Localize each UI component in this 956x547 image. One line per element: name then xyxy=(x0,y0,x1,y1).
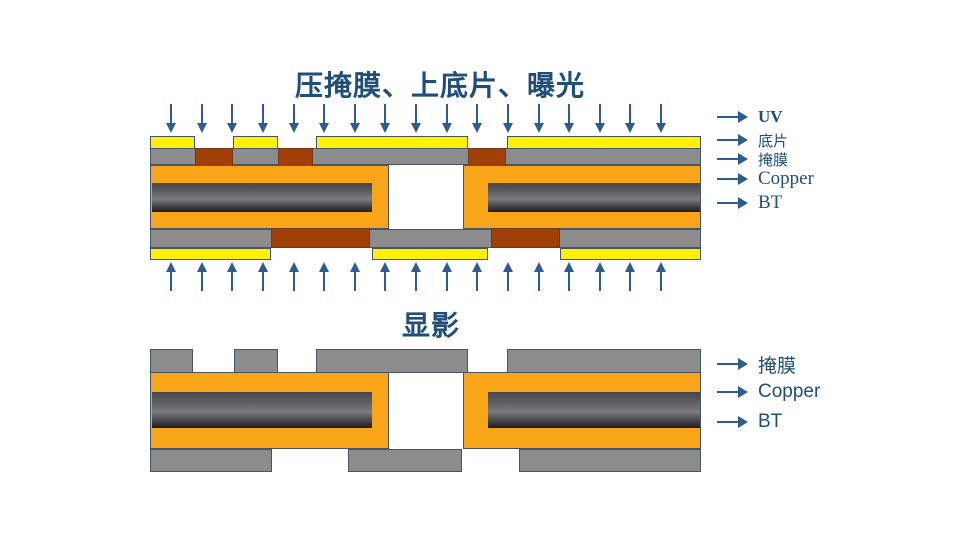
unexposed-mask-block xyxy=(271,228,370,248)
down-arrow-icon xyxy=(472,104,483,133)
legend-label-copper: Copper xyxy=(758,381,821,402)
up-arrow-icon xyxy=(288,262,299,291)
up-arrow-icon xyxy=(380,262,391,291)
mask-block xyxy=(316,349,468,373)
down-arrow-icon xyxy=(349,104,360,133)
right-arrow-icon xyxy=(717,172,748,186)
through-hole xyxy=(389,373,463,448)
right-arrow-icon xyxy=(717,415,748,429)
legend-row-uv: UV xyxy=(717,107,783,127)
up-arrow-icon xyxy=(196,262,207,291)
right-arrow-icon xyxy=(717,134,748,147)
bt-core-right xyxy=(488,183,700,212)
film-strip xyxy=(150,248,271,260)
film-strip xyxy=(560,248,701,260)
unexposed-mask-block xyxy=(468,148,506,166)
legend-row-copper: Copper xyxy=(717,381,820,403)
unexposed-mask-block xyxy=(491,228,560,248)
up-arrow-icon xyxy=(257,262,268,291)
right-arrow-icon xyxy=(717,358,748,371)
down-arrow-icon xyxy=(196,104,207,133)
develop-step-title: 显影 xyxy=(401,311,460,342)
uv-arrow-row xyxy=(166,104,666,133)
legend-row-bt: BT xyxy=(717,192,782,214)
down-arrow-icon xyxy=(227,104,238,133)
mask-block xyxy=(150,349,193,373)
down-arrow-icon xyxy=(411,104,421,133)
up-arrow-icon xyxy=(227,262,238,291)
mask-block xyxy=(519,449,701,472)
exposure-step-title: 压掩膜、上底片、曝光 xyxy=(294,71,585,102)
up-arrow-icon xyxy=(441,262,452,291)
up-arrow-icon xyxy=(656,262,666,291)
down-arrow-icon xyxy=(625,104,636,133)
up-arrow-icon xyxy=(564,262,575,291)
mask-block xyxy=(234,349,278,373)
down-arrow-icon xyxy=(380,104,391,133)
legend-label-mask: 掩膜 xyxy=(758,153,789,169)
up-arrow-icon xyxy=(625,262,636,291)
unexposed-mask-block xyxy=(278,148,313,166)
develop-board xyxy=(150,349,701,472)
mask-layer-bottom xyxy=(150,229,701,248)
up-arrow-icon xyxy=(594,262,605,291)
down-arrow-icon xyxy=(594,104,605,133)
up-arrow-icon xyxy=(349,262,360,291)
legend-label-mask: 掩膜 xyxy=(758,356,797,377)
legend-row-mask: 掩膜 xyxy=(717,149,788,170)
down-arrow-icon xyxy=(319,104,330,133)
legend-label-uv: UV xyxy=(758,107,783,126)
down-arrow-icon xyxy=(288,104,299,133)
exposure-board xyxy=(150,136,701,260)
right-arrow-icon xyxy=(717,196,748,210)
down-arrow-icon xyxy=(166,104,176,133)
bt-core-right xyxy=(488,392,700,428)
legend-row-copper: Copper xyxy=(717,168,814,190)
up-arrow-icon xyxy=(166,262,176,291)
down-arrow-icon xyxy=(564,104,575,133)
right-arrow-icon xyxy=(717,385,748,399)
up-arrow-icon xyxy=(472,262,483,291)
bt-core-left xyxy=(152,392,372,428)
unexposed-mask-block xyxy=(195,148,233,166)
down-arrow-icon xyxy=(257,104,268,133)
down-arrow-icon xyxy=(656,104,666,133)
through-hole xyxy=(389,166,463,228)
film-strip xyxy=(372,248,488,260)
legend-label-bt: BT xyxy=(758,192,783,213)
legend-row-film: 底片 xyxy=(717,130,788,151)
up-arrow-icon xyxy=(533,262,544,291)
right-arrow-icon xyxy=(717,153,748,166)
legend-label-copper: Copper xyxy=(758,168,814,189)
legend-row-bt: BT xyxy=(717,411,782,433)
legend-label-bt: BT xyxy=(758,411,783,432)
down-arrow-icon xyxy=(533,104,544,133)
legend-row-mask: 掩膜 xyxy=(717,351,796,378)
up-arrow-icon xyxy=(411,262,421,291)
mask-block xyxy=(348,449,462,472)
mask-block xyxy=(507,349,701,373)
up-arrow-icon xyxy=(502,262,513,291)
bt-core-left xyxy=(152,183,372,212)
down-arrow-icon xyxy=(441,104,452,133)
mask-block xyxy=(150,449,272,472)
press-arrow-row xyxy=(166,262,666,291)
right-arrow-icon xyxy=(717,110,748,124)
legend-label-film: 底片 xyxy=(758,134,789,150)
up-arrow-icon xyxy=(319,262,330,291)
down-arrow-icon xyxy=(502,104,513,133)
